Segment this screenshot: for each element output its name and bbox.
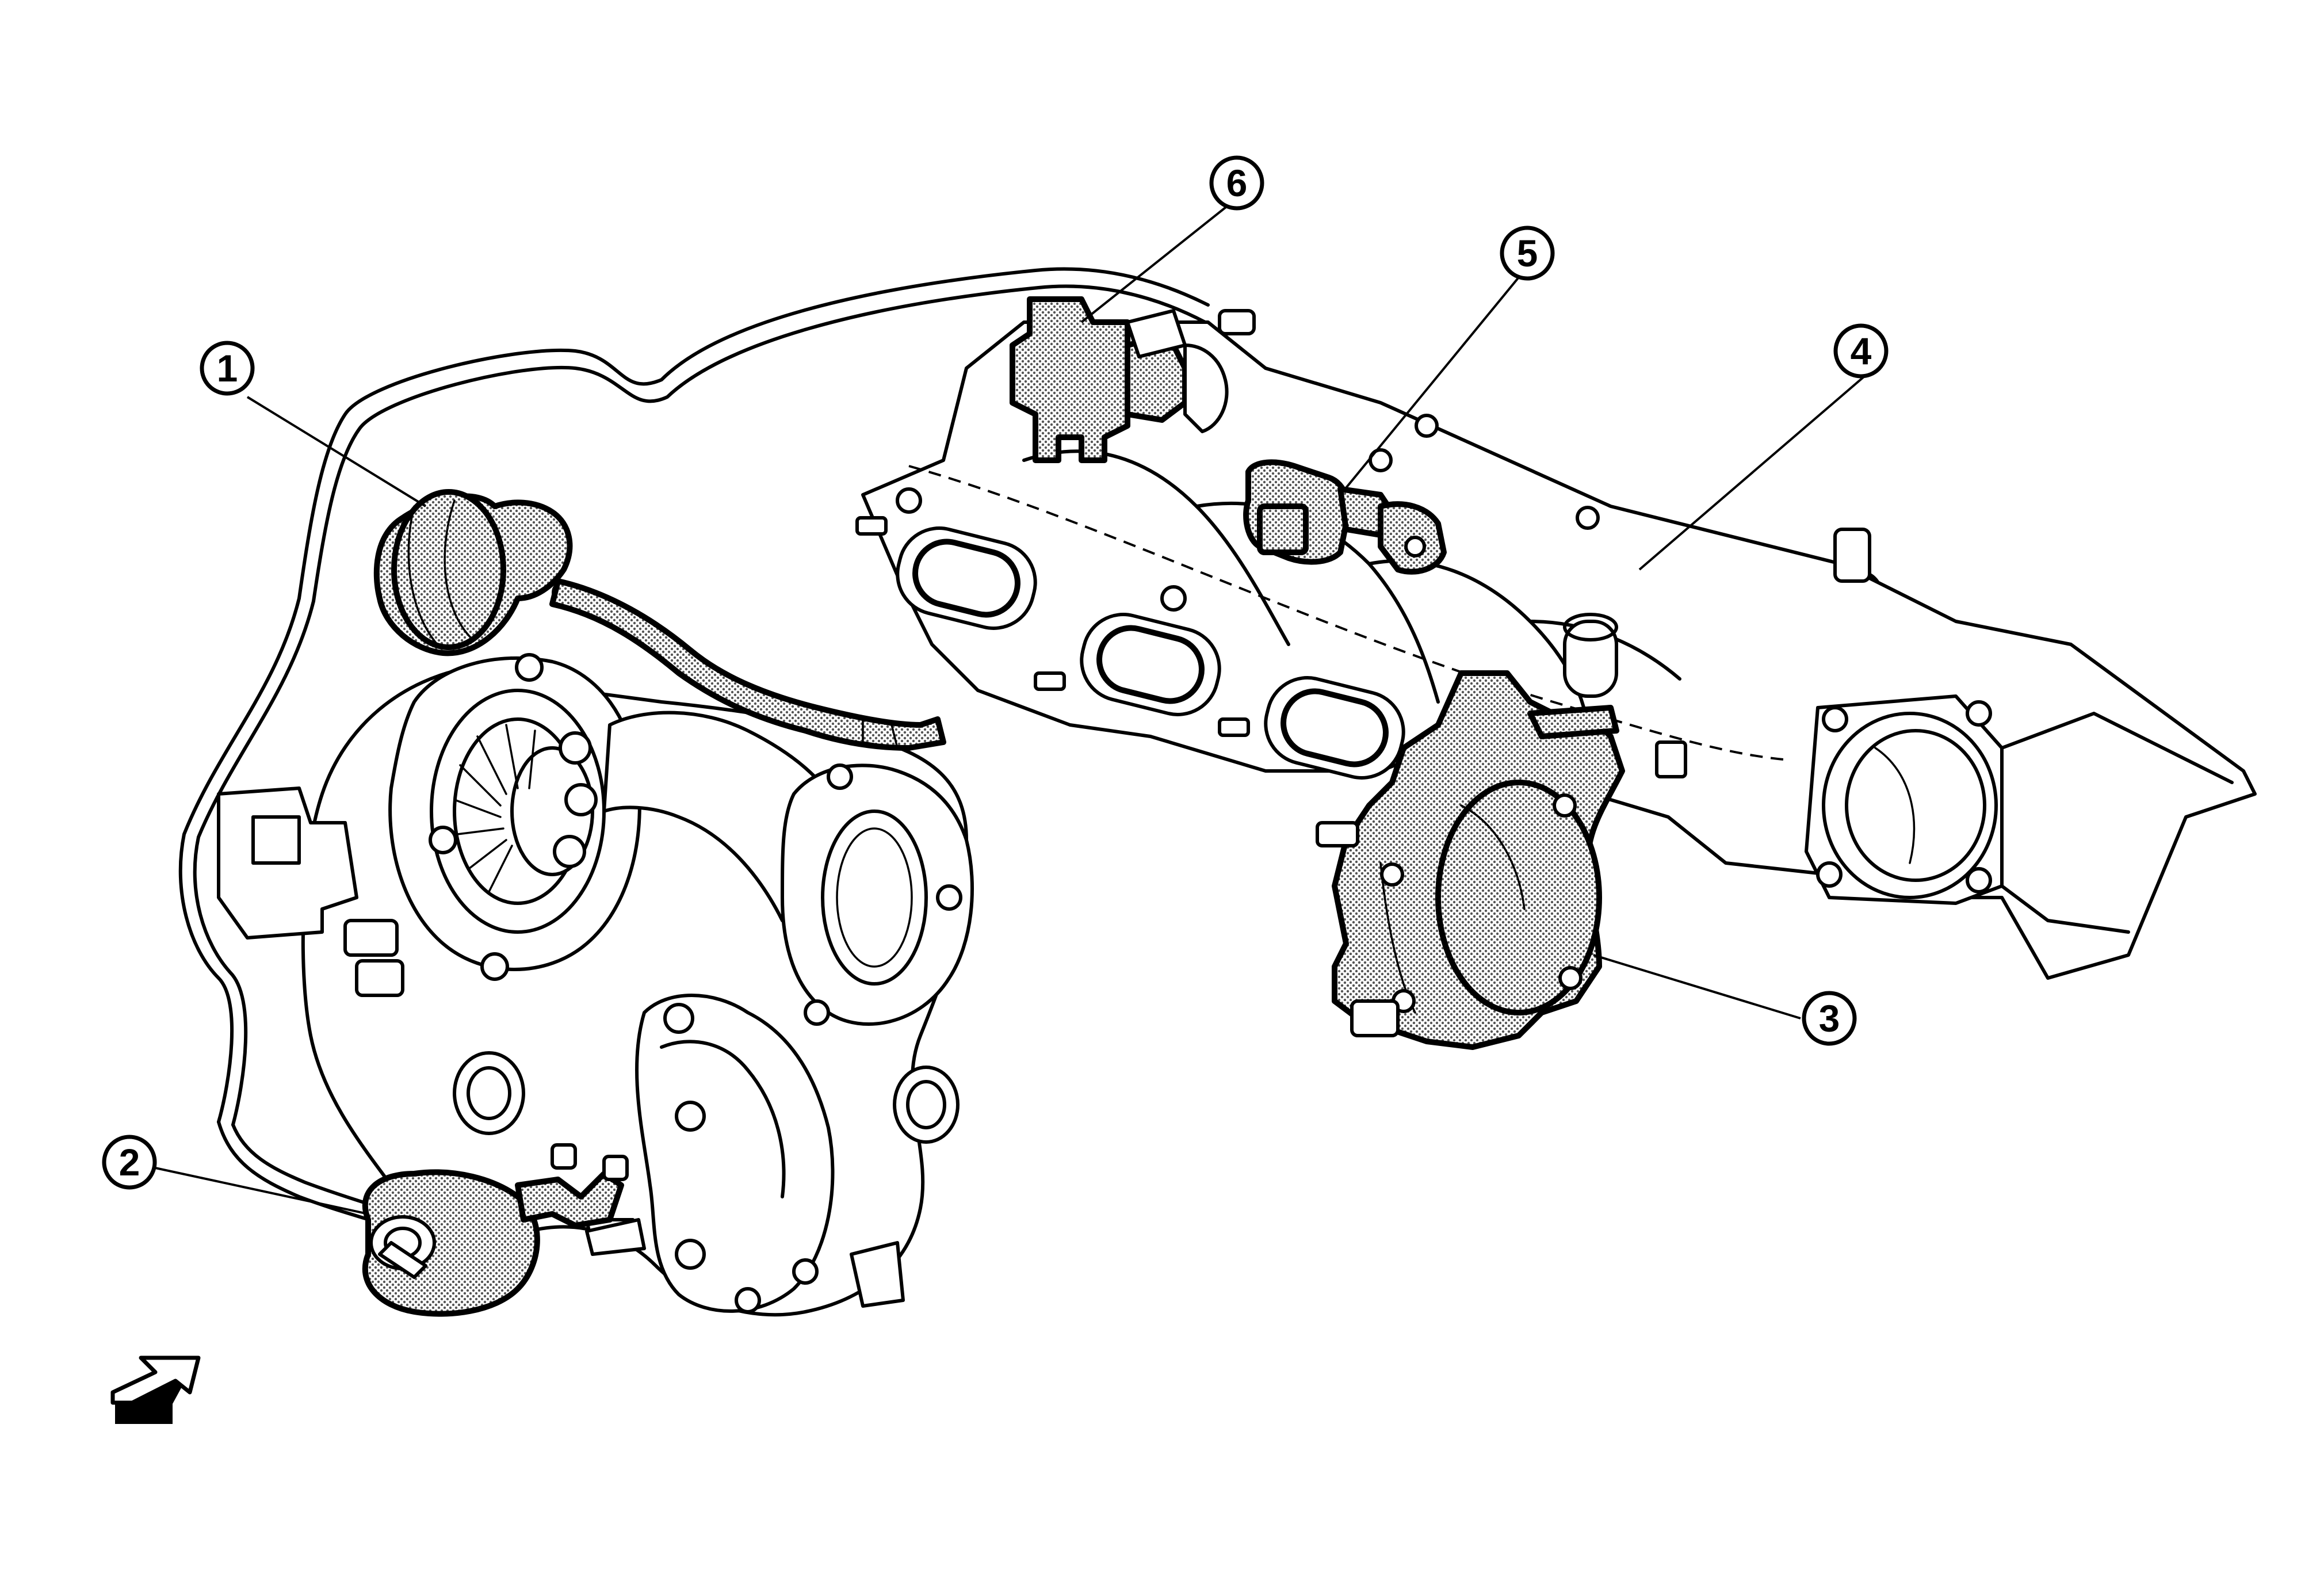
pressure-sensor-5 [1243, 459, 1447, 575]
callout-label-1: 1 [217, 347, 238, 390]
callout-leaders [155, 197, 1865, 1215]
callout-label-3: 3 [1819, 997, 1840, 1040]
callout-1: 1 [200, 341, 255, 396]
callout-label-6: 6 [1226, 162, 1248, 204]
wastegate-actuator-lower [362, 1143, 646, 1317]
callout-label-5: 5 [1517, 232, 1538, 274]
intake-manifold [855, 320, 2257, 980]
solenoid-valve-6 [1010, 296, 1256, 463]
callout-label-4: 4 [1851, 330, 1872, 372]
vacuum-pump-3 [1316, 670, 1687, 1050]
callout-5: 5 [1500, 226, 1555, 281]
front-direction-arrow-icon [110, 1355, 201, 1424]
callout-2: 2 [102, 1135, 157, 1190]
intake-runner-ports [896, 526, 1405, 780]
throttle-body [1805, 694, 2004, 905]
callout-4: 4 [1833, 323, 1889, 379]
wastegate-actuator-upper [373, 489, 946, 751]
turbocharger-assembly [217, 653, 974, 1317]
callout-label-2: 2 [119, 1141, 140, 1183]
vacuum-hose-lines [178, 267, 1884, 1233]
callout-3: 3 [1802, 991, 1857, 1046]
callout-6: 6 [1209, 155, 1264, 211]
